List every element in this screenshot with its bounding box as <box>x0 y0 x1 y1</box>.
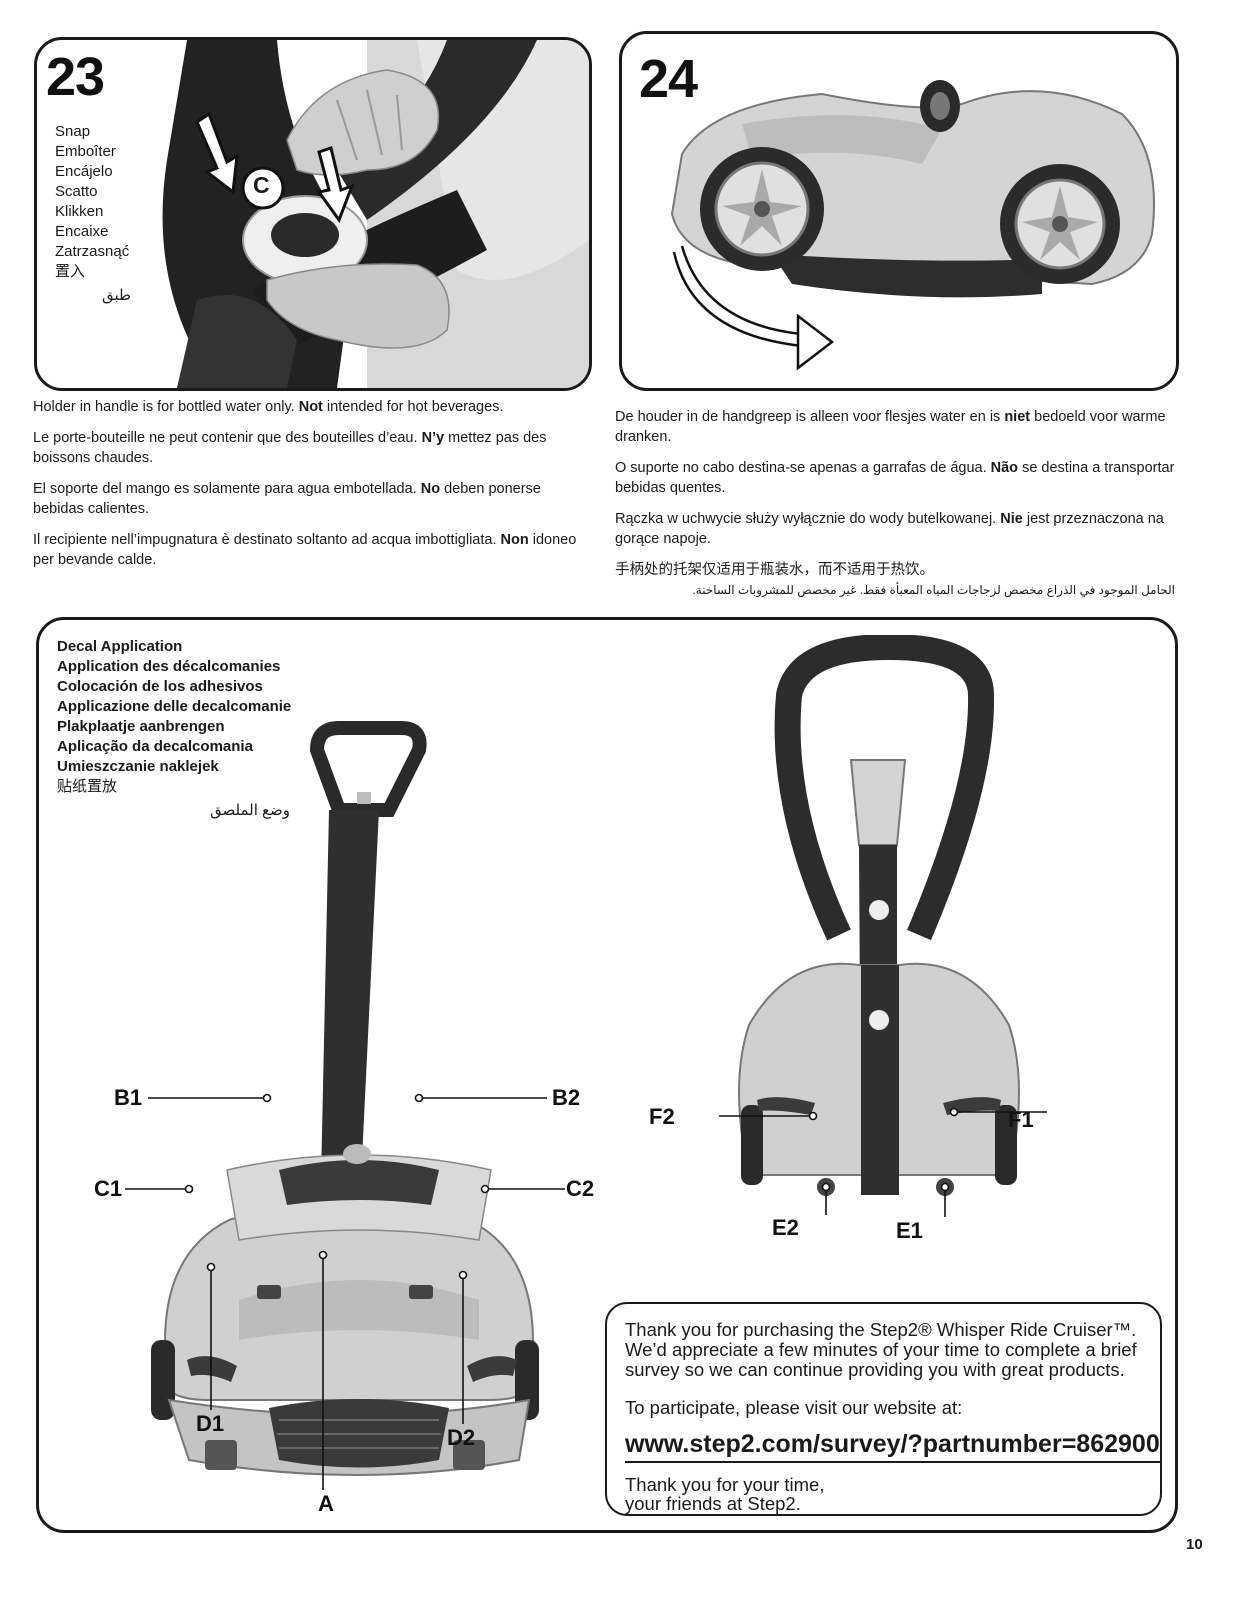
notes-left: Holder in handle is for bottled water on… <box>33 397 593 581</box>
callout-f1: F1 <box>1008 1107 1034 1132</box>
survey-link[interactable]: www.step2.com/survey/?partnumber=862900 <box>625 1432 1160 1463</box>
survey-intro: Thank you for purchasing the Step2® Whis… <box>625 1319 1137 1380</box>
callout-b2: B2 <box>552 1085 581 1110</box>
rotate-arrow-icon <box>672 245 835 371</box>
step-number: 24 <box>639 49 698 109</box>
car-rear-illustration <box>719 635 1047 1217</box>
snap-word: Encájelo <box>55 163 113 180</box>
snap-word: 置入 <box>55 263 86 280</box>
callout-a: A <box>318 1491 334 1516</box>
car-front-illustration <box>125 721 565 1490</box>
down-arrow-right-icon <box>316 146 355 224</box>
survey-thanks-line2: your friends at Step2. <box>625 1493 801 1514</box>
callout-e1: E1 <box>896 1218 923 1243</box>
snap-word: Encaixe <box>55 223 109 240</box>
decal-titles: Decal Application Application des décalc… <box>57 637 291 821</box>
note-paragraph: De houder in de handgreep is alleen voor… <box>615 409 1166 445</box>
decal-title: Decal Application <box>57 638 183 655</box>
callout-d1: D1 <box>196 1411 225 1436</box>
decal-title: Colocación de los adhesivos <box>57 678 263 695</box>
note-paragraph: Le porte-bouteille ne peut contenir que … <box>33 430 547 466</box>
survey-participate: To participate, please visit our website… <box>625 1397 963 1418</box>
note-paragraph: O suporte no cabo destina-se apenas a ga… <box>615 460 1175 496</box>
note-arabic: الحامل الموجود في الذراع مخصص لزجاجات ال… <box>692 583 1175 597</box>
decal-title: Aplicação da decalcomania <box>57 738 253 755</box>
car-tilted-illustration <box>670 80 1155 371</box>
part-c-label: C <box>253 172 270 198</box>
note-paragraph: Il recipiente nell’impugnatura è destina… <box>33 532 577 568</box>
survey-box: Thank you for purchasing the Step2® Whis… <box>605 1302 1162 1516</box>
snap-word: Zatrzasnąć <box>55 243 130 260</box>
decal-title: Plakplaatje aanbrengen <box>57 718 225 735</box>
notes-right: De houder in de handgreep is alleen voor… <box>615 407 1180 609</box>
survey-thanks-line1: Thank you for your time, <box>625 1474 825 1495</box>
note-paragraph: Holder in handle is for bottled water on… <box>33 399 504 415</box>
callout-e2: E2 <box>772 1215 799 1240</box>
decal-title: Applicazione delle decalcomanie <box>57 698 292 715</box>
callout-c2: C2 <box>566 1176 595 1201</box>
decal-title-arabic: وضع الملصق <box>209 802 290 819</box>
snap-word-arabic: طبق <box>102 287 131 304</box>
snap-word: Emboîter <box>55 143 116 160</box>
step-23-panel: 23 C Snap Emboîter Encájelo Scatto Klikk… <box>34 37 592 391</box>
note-paragraph: Rączka w uchwycie służy wyłącznie do wod… <box>615 511 1164 547</box>
snap-word: Snap <box>55 123 91 140</box>
decal-title: Application des décalcomanies <box>57 658 281 675</box>
snap-translations: Snap Emboîter Encájelo Scatto Klikken En… <box>55 122 131 306</box>
snap-word: Scatto <box>55 183 98 200</box>
callout-b1: B1 <box>114 1085 143 1110</box>
snap-word: Klikken <box>55 203 104 220</box>
decal-panel: Decal Application Application des décalc… <box>36 617 1178 1533</box>
callout-f2: F2 <box>649 1104 675 1129</box>
decal-title-chinese: 贴纸置放 <box>57 778 118 795</box>
callout-c1: C1 <box>94 1176 123 1201</box>
page-number: 10 <box>1186 1536 1203 1553</box>
step-24-panel: 24 <box>619 31 1179 391</box>
decal-title: Umieszczanie naklejek <box>57 758 219 775</box>
callout-d2: D2 <box>447 1425 476 1450</box>
note-chinese: 手柄处的托架仅适用于瓶装水，而不适用于热饮。 <box>615 562 934 578</box>
handle-snap-illustration <box>162 40 589 388</box>
down-arrow-left-icon <box>195 111 239 195</box>
step-number: 23 <box>46 47 105 107</box>
note-paragraph: El soporte del mango es solamente para a… <box>33 481 541 517</box>
